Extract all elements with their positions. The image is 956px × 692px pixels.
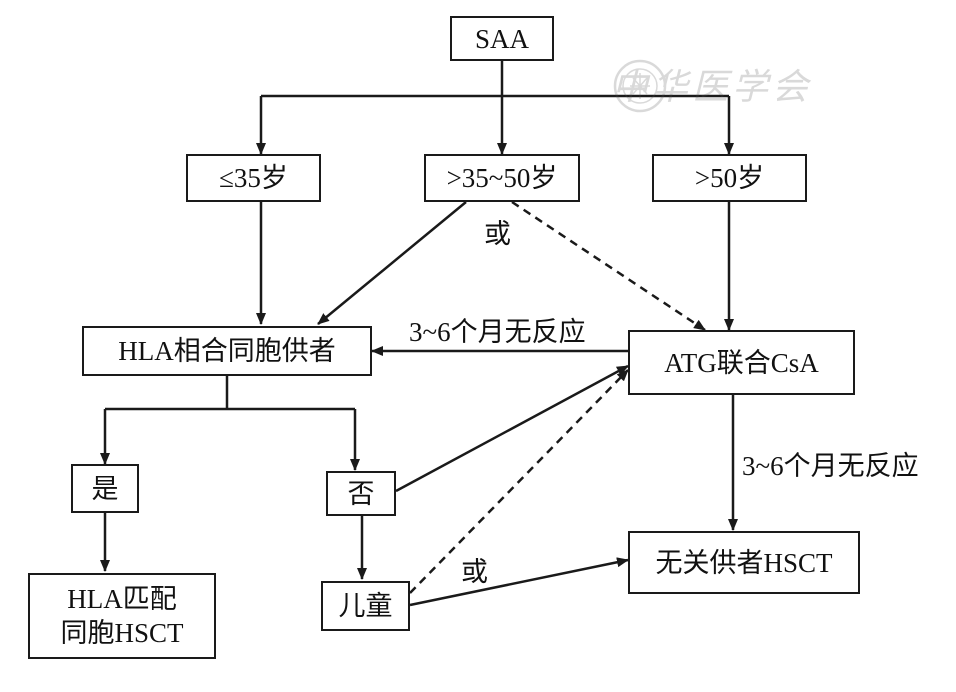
hla-sibling-donor-box: HLA相合同胞供者 xyxy=(82,326,372,376)
age-le35-box: ≤35岁 xyxy=(186,154,321,202)
seal-icon xyxy=(613,59,667,113)
age-35-50-box: >35~50岁 xyxy=(424,154,580,202)
no-response-label-down: 3~6个月无反应 xyxy=(742,451,919,481)
arrow-35-50-to-hla xyxy=(317,201,467,325)
children-box: 儿童 xyxy=(321,581,410,631)
no-box: 否 xyxy=(326,471,396,516)
or-label-bottom: 或 xyxy=(461,557,488,587)
age-gt50-box: >50岁 xyxy=(652,154,807,202)
watermark: 中华医学会 xyxy=(612,58,813,113)
watermark-text: 中华医学会 xyxy=(612,67,813,108)
hla-matched-sibling-hsct-box: HLA匹配 同胞HSCT xyxy=(28,573,216,659)
arrow-children-to-unrelated xyxy=(409,557,629,607)
dashed-arrow-children-to-atg xyxy=(409,369,629,594)
unrelated-donor-hsct-box: 无关供者HSCT xyxy=(628,531,860,594)
hla-matched-line1: HLA匹配 xyxy=(67,584,177,614)
yes-box: 是 xyxy=(71,464,139,513)
or-label-top: 或 xyxy=(484,219,511,249)
arrow-no-to-atg xyxy=(395,364,629,493)
atg-csa-box: ATG联合CsA xyxy=(628,330,855,395)
no-response-label-left: 3~6个月无反应 xyxy=(409,317,586,347)
dashed-arrow-35-50-to-atg xyxy=(511,200,706,332)
saa-box: SAA xyxy=(450,16,554,61)
hla-matched-line2: 同胞HSCT xyxy=(60,618,184,648)
